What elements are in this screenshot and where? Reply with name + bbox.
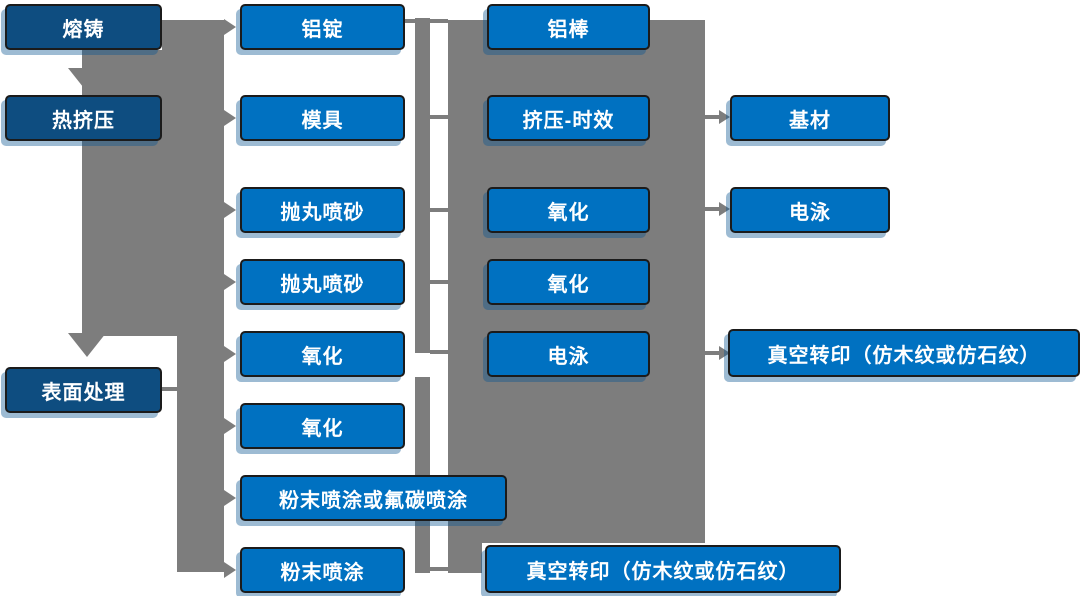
node-oxidation-3: 氧化 xyxy=(487,187,650,233)
connector-middle-strip-upper xyxy=(415,18,430,353)
connector-shaft-to-electrophoresis xyxy=(705,207,720,211)
node-label: 热挤压 xyxy=(52,109,115,132)
arrowhead-to-vacuum-transfer xyxy=(719,346,730,360)
connector-shaft-to-vacuum-transfer xyxy=(705,351,720,355)
node-powder-or-fluorocarbon-coating: 粉末喷涂或氟碳喷涂 xyxy=(240,475,507,521)
arrowhead-down-to-hot-extrusion xyxy=(68,68,106,92)
node-label: 氧化 xyxy=(301,345,344,368)
connector-tick-row3 xyxy=(430,208,448,212)
arrowhead-to-powder-fluorocarbon xyxy=(224,490,236,506)
node-label: 粉末喷涂 xyxy=(280,561,365,584)
node-surface-treatment: 表面处理 xyxy=(5,367,162,413)
arrowhead-to-shot-blast-2 xyxy=(224,274,236,290)
arrowhead-to-electrophoresis xyxy=(719,202,730,216)
arrowhead-to-oxidation-2 xyxy=(224,418,236,434)
arrowhead-to-oxidation-1 xyxy=(224,346,236,362)
node-label: 真空转印（仿木纹或仿石纹） xyxy=(526,560,800,583)
node-label: 熔铸 xyxy=(62,18,105,41)
connector-tick-row8 xyxy=(430,567,448,571)
node-extrusion-aging: 挤压-时效 xyxy=(487,95,650,141)
node-label: 电泳 xyxy=(789,201,831,224)
arrowhead-to-aluminum-ingot xyxy=(224,19,236,35)
arrowhead-down-to-surface-treatment xyxy=(68,333,106,357)
node-label: 挤压-时效 xyxy=(522,109,615,132)
node-vacuum-transfer-print-right: 真空转印（仿木纹或仿石纹） xyxy=(728,329,1080,377)
node-label: 氧化 xyxy=(547,201,590,224)
node-aluminum-ingot: 铝锭 xyxy=(240,4,405,50)
node-oxidation-4: 氧化 xyxy=(487,259,650,305)
node-label: 氧化 xyxy=(301,417,344,440)
node-shot-blast-1: 抛丸喷砂 xyxy=(240,187,405,233)
connector-ingot-stub xyxy=(403,19,415,23)
node-label: 真空转印（仿木纹或仿石纹） xyxy=(767,344,1041,367)
node-mold: 模具 xyxy=(240,95,405,141)
connector-left-wide-band xyxy=(82,50,224,336)
node-vacuum-transfer-print-bottom: 真空转印（仿木纹或仿石纹） xyxy=(485,545,841,593)
connector-tick-row5 xyxy=(430,350,448,354)
connector-tick-row4 xyxy=(430,280,448,284)
node-aluminum-rod: 铝棒 xyxy=(487,4,650,50)
node-powder-coating: 粉末喷涂 xyxy=(240,547,405,593)
connector-shaft-to-substrate xyxy=(705,115,720,119)
node-label: 氧化 xyxy=(547,273,590,296)
node-label: 铝棒 xyxy=(547,18,590,41)
node-label: 抛丸喷砂 xyxy=(280,201,365,224)
arrowhead-to-substrate xyxy=(719,110,730,124)
node-label: 表面处理 xyxy=(41,381,126,404)
connector-tick-row2 xyxy=(430,115,448,119)
node-oxidation-1: 氧化 xyxy=(240,331,405,377)
node-hot-extrusion: 热挤压 xyxy=(5,95,162,141)
node-substrate: 基材 xyxy=(730,95,890,141)
node-electrophoresis-2: 电泳 xyxy=(730,187,890,233)
node-label: 粉末喷涂或氟碳喷涂 xyxy=(279,489,468,512)
connector-left-spine-top xyxy=(162,20,224,50)
connector-left-spine-bottom xyxy=(177,336,224,572)
connector-central-block-foot xyxy=(448,543,482,573)
node-label: 基材 xyxy=(789,109,831,132)
arrowhead-to-mold xyxy=(224,110,236,126)
node-electrophoresis-1: 电泳 xyxy=(487,331,650,377)
arrowhead-to-powder-coating xyxy=(224,562,236,578)
node-melt-cast: 熔铸 xyxy=(5,4,162,50)
node-label: 模具 xyxy=(301,109,344,132)
node-label: 电泳 xyxy=(547,345,590,368)
node-label: 抛丸喷砂 xyxy=(280,273,365,296)
node-label: 铝锭 xyxy=(301,18,344,41)
node-oxidation-2: 氧化 xyxy=(240,403,405,449)
connector-tick-row1 xyxy=(430,19,448,23)
arrowhead-to-shot-blast-1 xyxy=(224,202,236,218)
connector-surface-treatment-stub xyxy=(160,387,178,391)
node-shot-blast-2: 抛丸喷砂 xyxy=(240,259,405,305)
